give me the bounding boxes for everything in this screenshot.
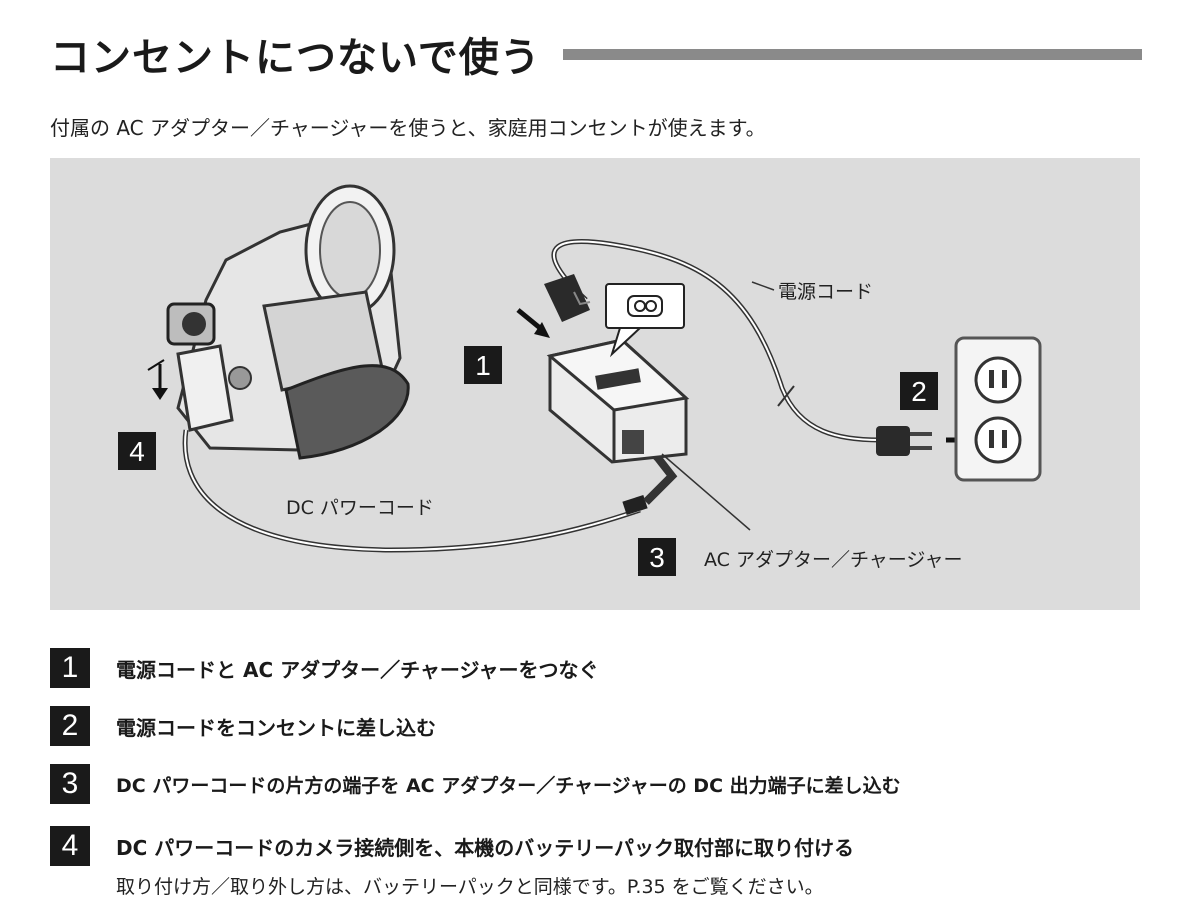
- step-3-number: 3: [50, 764, 90, 804]
- ac-adapter: [546, 338, 690, 464]
- power-cord-leader: [751, 281, 775, 291]
- step-4: 4 DC パワーコードのカメラ接続側を、本機のバッテリーパック取付部に取り付ける: [50, 826, 854, 866]
- badge-1-text: 1: [475, 350, 491, 381]
- connector-arrow: [516, 308, 542, 330]
- badge-4: [118, 432, 156, 470]
- step-2-number: 2: [50, 706, 90, 746]
- step-2: 2 電源コードをコンセントに差し込む: [50, 706, 436, 746]
- camcorder: [166, 184, 410, 460]
- badge-2-text: 2: [911, 376, 927, 407]
- badge-3-text: 3: [649, 542, 665, 573]
- title-row: コンセントにつないで使う: [50, 22, 1142, 86]
- dc-output-jack: [622, 430, 644, 454]
- title-rule: [562, 48, 1142, 60]
- badge-1: [464, 346, 502, 384]
- battery-mount: [176, 344, 234, 432]
- adapter-label: AC アダプター／チャージャー: [704, 549, 962, 571]
- illustration-panel: 1 2 3 4 電源コード DC パワーコード AC アダプター／チャージャー: [50, 158, 1140, 610]
- cord-break-mark: [777, 385, 795, 407]
- wall-outlet: [954, 336, 1042, 482]
- step-3-text: DC パワーコードの片方の端子を AC アダプター／チャージャーの DC 出力端…: [116, 774, 901, 797]
- page-title: コンセントにつないで使う: [50, 35, 541, 81]
- step-2-text: 電源コードをコンセントに差し込む: [116, 715, 436, 740]
- step-1-number: 1: [50, 648, 90, 688]
- inlet-callout: [605, 283, 685, 358]
- step-4-text: DC パワーコードのカメラ接続側を、本機のバッテリーパック取付部に取り付ける: [116, 835, 855, 860]
- step-4-note: 取り付け方／取り外し方は、バッテリーパックと同様です。P.35 をご覧ください。: [116, 876, 824, 898]
- step-4-number: 4: [50, 826, 90, 866]
- badge-4-text: 4: [129, 436, 145, 467]
- badge-2: [900, 372, 938, 410]
- inlet-connector: [544, 274, 591, 322]
- ac-plug: [876, 426, 932, 456]
- intro-text: 付属の AC アダプター／チャージャーを使うと、家庭用コンセントが使えます。: [50, 116, 766, 140]
- badge-3: [638, 538, 676, 576]
- connection-illustration: 1 2 3 4 電源コード DC パワーコード AC アダプター／チャージャー: [118, 184, 1042, 576]
- hand-strap: [284, 364, 410, 460]
- adapter-leader: [661, 453, 751, 531]
- step-3: 3 DC パワーコードの片方の端子を AC アダプター／チャージャーの DC 出…: [50, 764, 901, 804]
- dc-cord-label: DC パワーコード: [286, 497, 434, 519]
- power-cord-label: 電源コード: [778, 281, 873, 303]
- dc-plug-sleeve: [622, 494, 648, 516]
- step-1: 1 電源コードと AC アダプター／チャージャーをつなぐ: [50, 648, 598, 688]
- step-1-text: 電源コードと AC アダプター／チャージャーをつなぐ: [116, 657, 599, 682]
